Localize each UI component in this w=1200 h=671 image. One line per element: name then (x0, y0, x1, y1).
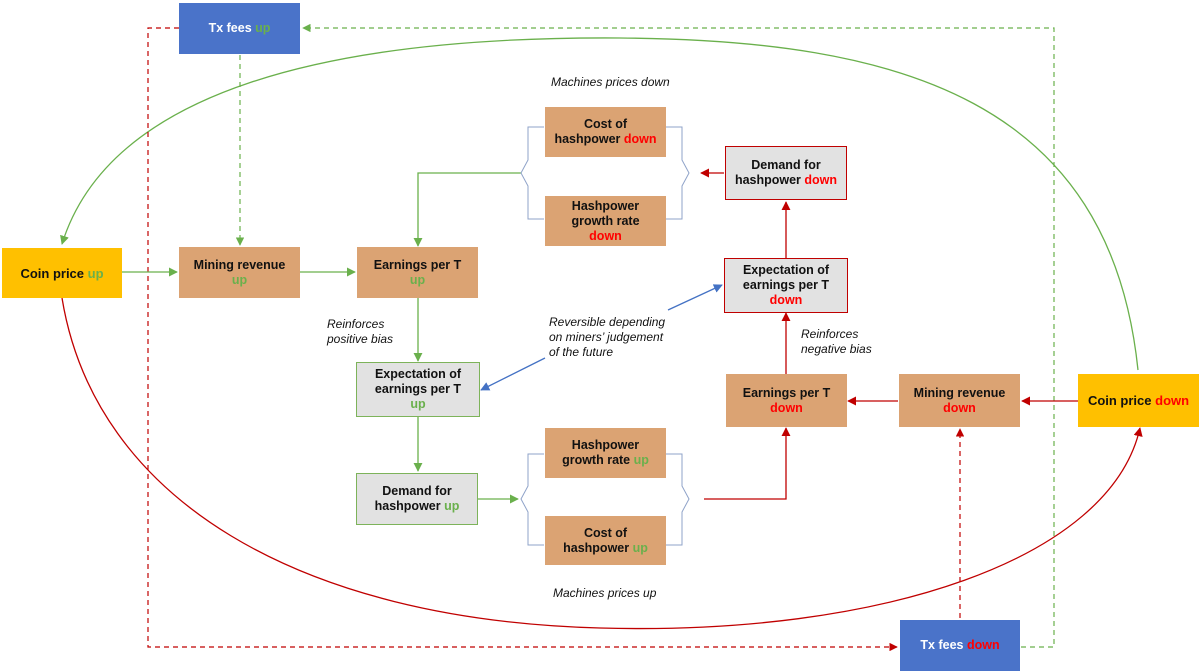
reinforces-negative-note: Reinforces negative bias (801, 327, 872, 357)
coin-price-up-state: up (87, 265, 104, 281)
top-right-brace (666, 126, 690, 220)
tx-fees-red-dashed-loop (147, 27, 898, 652)
earnings-down-label: Earnings per T (742, 385, 831, 400)
cost-down-state: down (623, 132, 657, 146)
demand-down-line1: Demand for (751, 158, 821, 172)
cost-of-hashpower-up-box: Cost of hashpower up (545, 516, 666, 565)
earnings-up-label: Earnings per T (373, 257, 462, 272)
growth-down-line2: growth rate (571, 213, 640, 228)
reinforces-positive-line1: Reinforces (327, 317, 385, 331)
reversible-line2: on miners’ judgement (549, 330, 664, 344)
tx-fees-down-label: Tx fees (920, 638, 967, 652)
cost-up-state: up (632, 540, 648, 555)
reinforces-negative-line2: negative bias (801, 342, 872, 356)
demand-down-box: Demand for hashpower down (725, 146, 847, 200)
reinforces-positive-line2: positive bias (327, 332, 394, 346)
coin-price-up-box: Coin price up (2, 248, 122, 298)
earnings-down-state: down (770, 400, 803, 415)
expectation-down-state: down (769, 293, 803, 307)
coin-price-down-box: Coin price down (1078, 374, 1199, 427)
coin-price-down-state: down (1155, 393, 1190, 408)
tx-fees-up-label: Tx fees (208, 21, 256, 35)
earnings-up-state: up (409, 272, 426, 287)
hashpower-growth-down-box: Hashpower growth rate down (545, 196, 666, 246)
mining-revenue-down-label: Mining revenue (913, 385, 1006, 400)
tx-fees-green-dashed-loop (302, 23, 1055, 648)
growth-up-line2: growth rate (562, 453, 634, 467)
growth-down-line1: Hashpower (571, 198, 640, 213)
bottom-left-brace (520, 453, 544, 546)
expectation-up-box: Expectation of earnings per T up (356, 362, 480, 417)
growth-down-state: down (589, 228, 622, 243)
reversible-line3: of the future (549, 345, 614, 359)
cost-down-line1: Cost of (583, 117, 628, 131)
mining-revenue-up-label: Mining revenue (193, 257, 286, 272)
demand-up-line1: Demand for (382, 484, 452, 498)
tx-fees-down-state: down (966, 638, 1000, 652)
machines-prices-up-arc (61, 297, 1143, 630)
reinforces-negative-line1: Reinforces (801, 327, 859, 341)
cost-of-hashpower-down-box: Cost of hashpower down (545, 107, 666, 157)
top-left-brace (520, 126, 544, 220)
earnings-down-box: Earnings per T down (726, 374, 847, 427)
coin-price-up-label: Coin price (20, 265, 88, 281)
expectation-up-line1: Expectation of (374, 367, 462, 381)
cost-up-line2: hashpower (563, 540, 633, 555)
reinforces-positive-note: Reinforces positive bias (327, 317, 393, 347)
reversible-note: Reversible depending on miners’ judgemen… (549, 315, 665, 360)
cost-down-line2: hashpower (554, 132, 624, 146)
demand-up-line2: hashpower (374, 499, 445, 513)
reversible-to-expectation-down-arrow (667, 284, 723, 311)
reversible-line1: Reversible depending (549, 315, 666, 329)
demand-down-state: down (804, 173, 838, 187)
coin-price-down-label: Coin price (1087, 393, 1156, 408)
supply-to-earnings-down-arrow (704, 427, 791, 500)
tx-fees-down-box: Tx fees down (900, 620, 1020, 671)
mining-revenue-up-box: Mining revenue up (179, 247, 300, 298)
earnings-up-box: Earnings per T up (357, 247, 478, 298)
tx-fees-up-box: Tx fees up (179, 3, 300, 54)
expectation-up-line2: earnings per T (374, 382, 462, 396)
growth-up-state: up (633, 453, 649, 467)
mining-revenue-down-state: down (943, 400, 976, 415)
machines-prices-up-note: Machines prices up (553, 586, 657, 600)
cost-up-line1: Cost of (583, 525, 628, 540)
expectation-up-state: up (410, 397, 426, 411)
mining-revenue-down-box: Mining revenue down (899, 374, 1020, 427)
machines-prices-down-note: Machines prices down (551, 75, 670, 89)
demand-down-line2: hashpower (734, 173, 805, 187)
expectation-down-line2: earnings per T (742, 278, 830, 292)
mining-revenue-up-state: up (231, 272, 248, 287)
cost-to-earnings-up-arrow (413, 172, 521, 247)
machines-prices-down-arc (60, 37, 1139, 371)
demand-up-box: Demand for hashpower up (356, 473, 478, 525)
tx-fees-up-state: up (255, 21, 271, 35)
hashpower-growth-up-box: Hashpower growth rate up (545, 428, 666, 478)
demand-up-state: up (444, 499, 460, 513)
bottom-right-brace (666, 453, 690, 546)
expectation-down-box: Expectation of earnings per T down (724, 258, 848, 313)
expectation-down-line1: Expectation of (742, 263, 830, 277)
reversible-to-expectation-up-arrow (480, 357, 546, 391)
growth-up-line1: Hashpower (571, 438, 640, 452)
